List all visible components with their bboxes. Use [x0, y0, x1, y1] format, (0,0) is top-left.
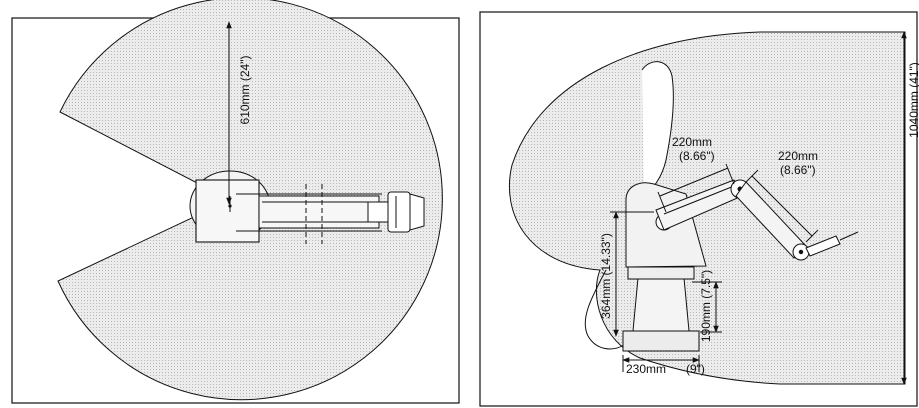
total-height-label: 1040mm (41") [907, 62, 919, 138]
base-width-dimension [622, 355, 700, 372]
link-1-length-mm: 220mm [672, 135, 712, 149]
top-view-gripper [387, 191, 425, 233]
link-2-length-in: (8.66") [780, 163, 816, 177]
side-view-panel: 220mm (8.66") 220mm (8.66") 364mm (14.33… [479, 11, 919, 407]
side-view-tool [805, 231, 859, 257]
link-2-dimension [745, 169, 819, 243]
reach-label: 610mm (24") [238, 56, 252, 125]
side-view-column [632, 277, 690, 332]
side-view-inner-boundary [584, 269, 625, 350]
side-view-column-cap [627, 266, 695, 280]
side-view-base-plate [622, 330, 700, 352]
base-width-in: (9") [686, 362, 705, 376]
column-height-dimension [692, 281, 722, 333]
side-view-upper-boundary [641, 61, 674, 197]
top-view-panel: 610mm (24") [11, 0, 460, 404]
link-1-length-in: (8.66") [679, 149, 715, 163]
shoulder-height-dimension [610, 211, 654, 337]
column-height-label: 190mm (7.5") [699, 270, 713, 342]
link-2-length-mm: 220mm [778, 149, 818, 163]
top-view-arm [236, 184, 389, 244]
base-width-mm: 230mm [626, 362, 666, 376]
shoulder-height-label: 364mm (14.33") [599, 233, 613, 319]
link-1-dimension [657, 163, 735, 213]
